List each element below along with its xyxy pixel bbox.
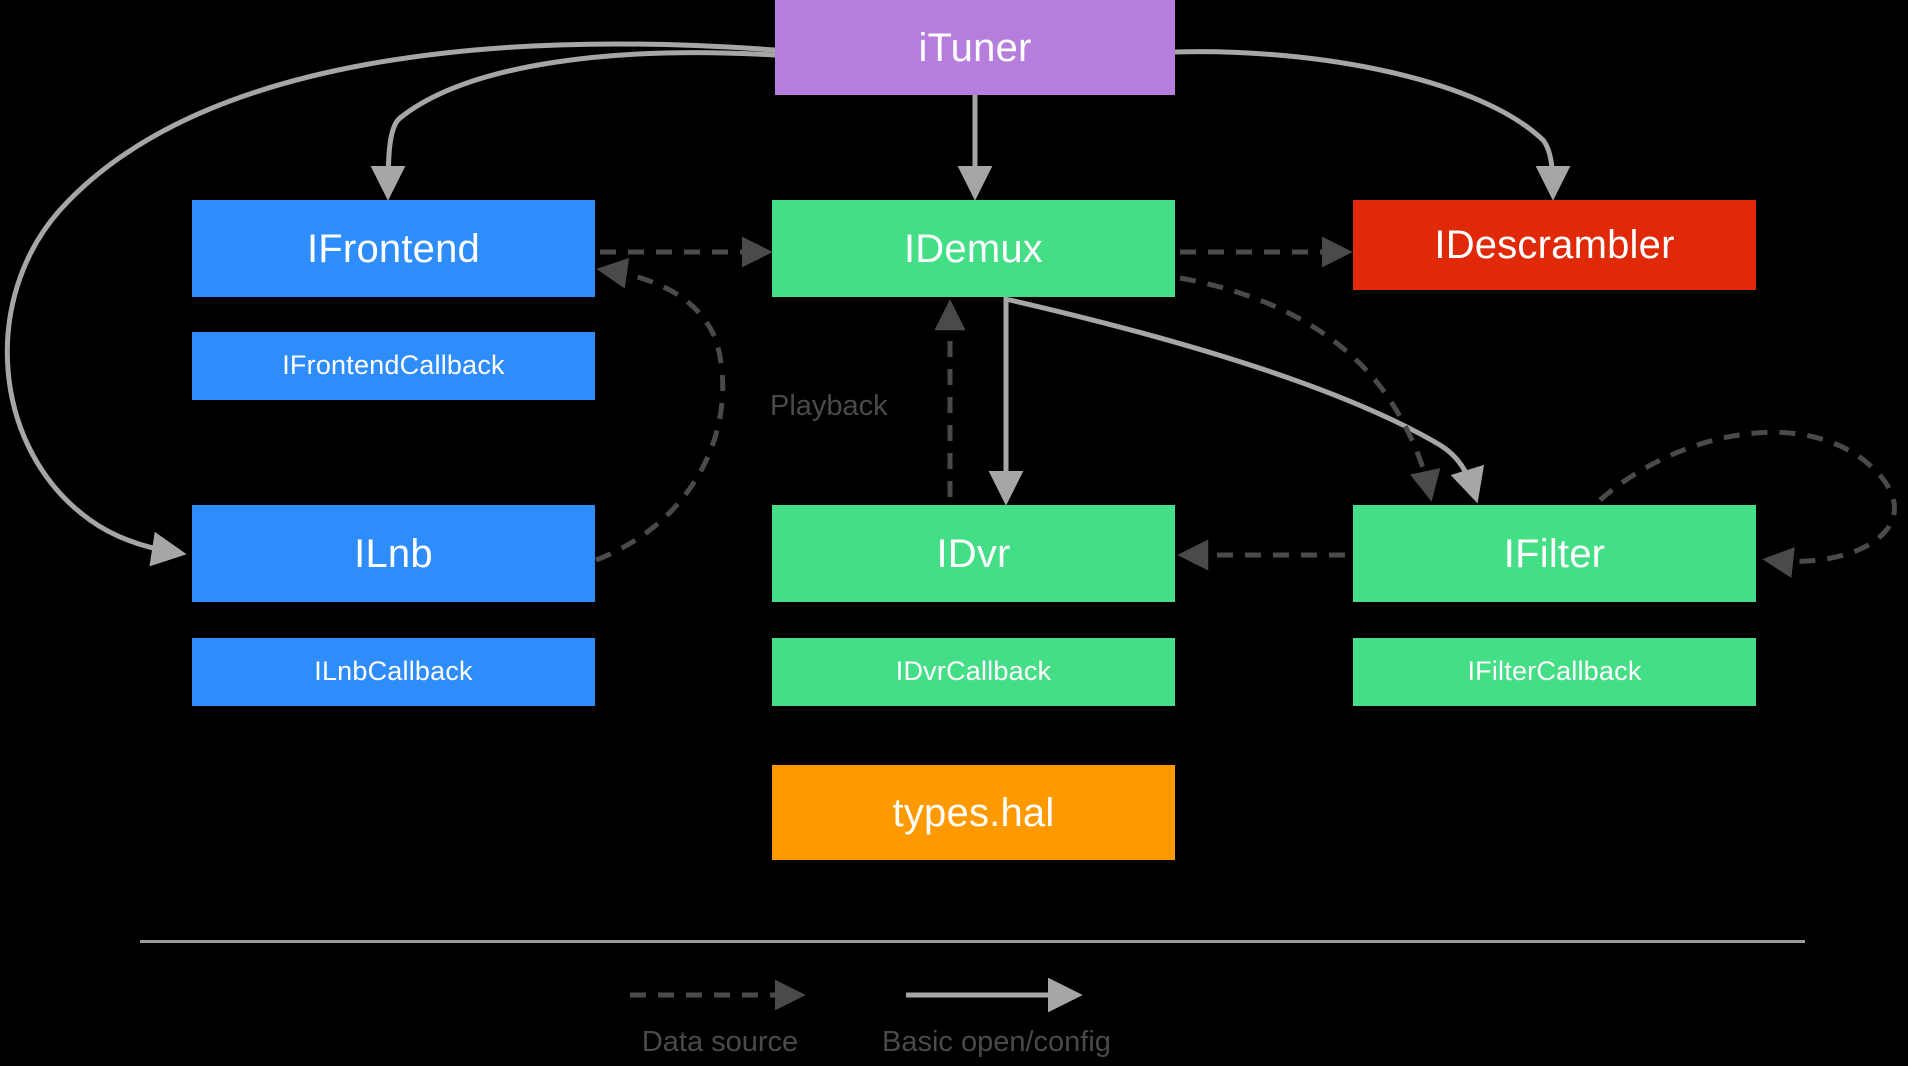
node-ifrontend[interactable]: IFrontend [192,200,595,297]
node-ifrontend-callback[interactable]: IFrontendCallback [192,332,595,400]
legend-glyph-solid-arrow [896,977,1096,1013]
node-ilnb-callback-label: ILnbCallback [314,656,473,687]
edge-idemux-to-ifilter-data [1179,275,1441,502]
node-ilnb-callback[interactable]: ILnbCallback [192,638,595,706]
node-types-hal-label: types.hal [892,790,1055,835]
node-ifrontend-label: IFrontend [306,226,480,271]
node-ilnb-label: ILnb [354,531,433,576]
node-idescrambler-label: IDescrambler [1434,223,1675,267]
edge-ilnb-to-ifrontend [595,257,726,563]
legend-item-data-source: Data source [620,978,820,1059]
node-ituner-label: iTuner [918,25,1032,70]
node-idvr[interactable]: IDvr [772,505,1175,602]
edge-ituner-to-ifrontend [370,50,778,201]
node-ifilter-callback-label: IFilterCallback [1467,656,1642,687]
node-idvr-callback[interactable]: IDvrCallback [772,638,1175,706]
node-idemux-label: IDemux [903,226,1043,271]
node-idvr-label: IDvr [936,531,1011,576]
edge-ituner-to-ilnb [4,41,778,567]
legend-label-open-config: Basic open/config [882,1026,1111,1058]
node-idvr-callback-label: IDvrCallback [895,656,1052,687]
node-ifrontend-callback-label: IFrontendCallback [282,350,505,381]
node-ifilter-callback[interactable]: IFilterCallback [1353,638,1756,706]
node-ituner[interactable]: iTuner [775,0,1175,95]
node-ilnb[interactable]: ILnb [192,505,595,602]
legend-label-data-source: Data source [641,1026,799,1058]
edge-ituner-to-idescrambler [1172,49,1571,201]
legend-item-open-config: Basic open/config [882,977,1111,1059]
edge-idemux-to-ifilter [1007,297,1485,504]
node-idemux[interactable]: IDemux [772,200,1175,297]
legend-divider [140,940,1805,943]
node-ifilter[interactable]: IFilter [1353,505,1756,602]
node-types-hal[interactable]: types.hal [772,765,1175,860]
node-ifilter-label: IFilter [1503,531,1606,576]
node-idescrambler[interactable]: IDescrambler [1353,200,1756,290]
legend-glyph-dashed-arrow [620,978,820,1012]
edge-label-playback: Playback [770,390,888,422]
legend: Data source Basic open/config [0,930,1908,1066]
